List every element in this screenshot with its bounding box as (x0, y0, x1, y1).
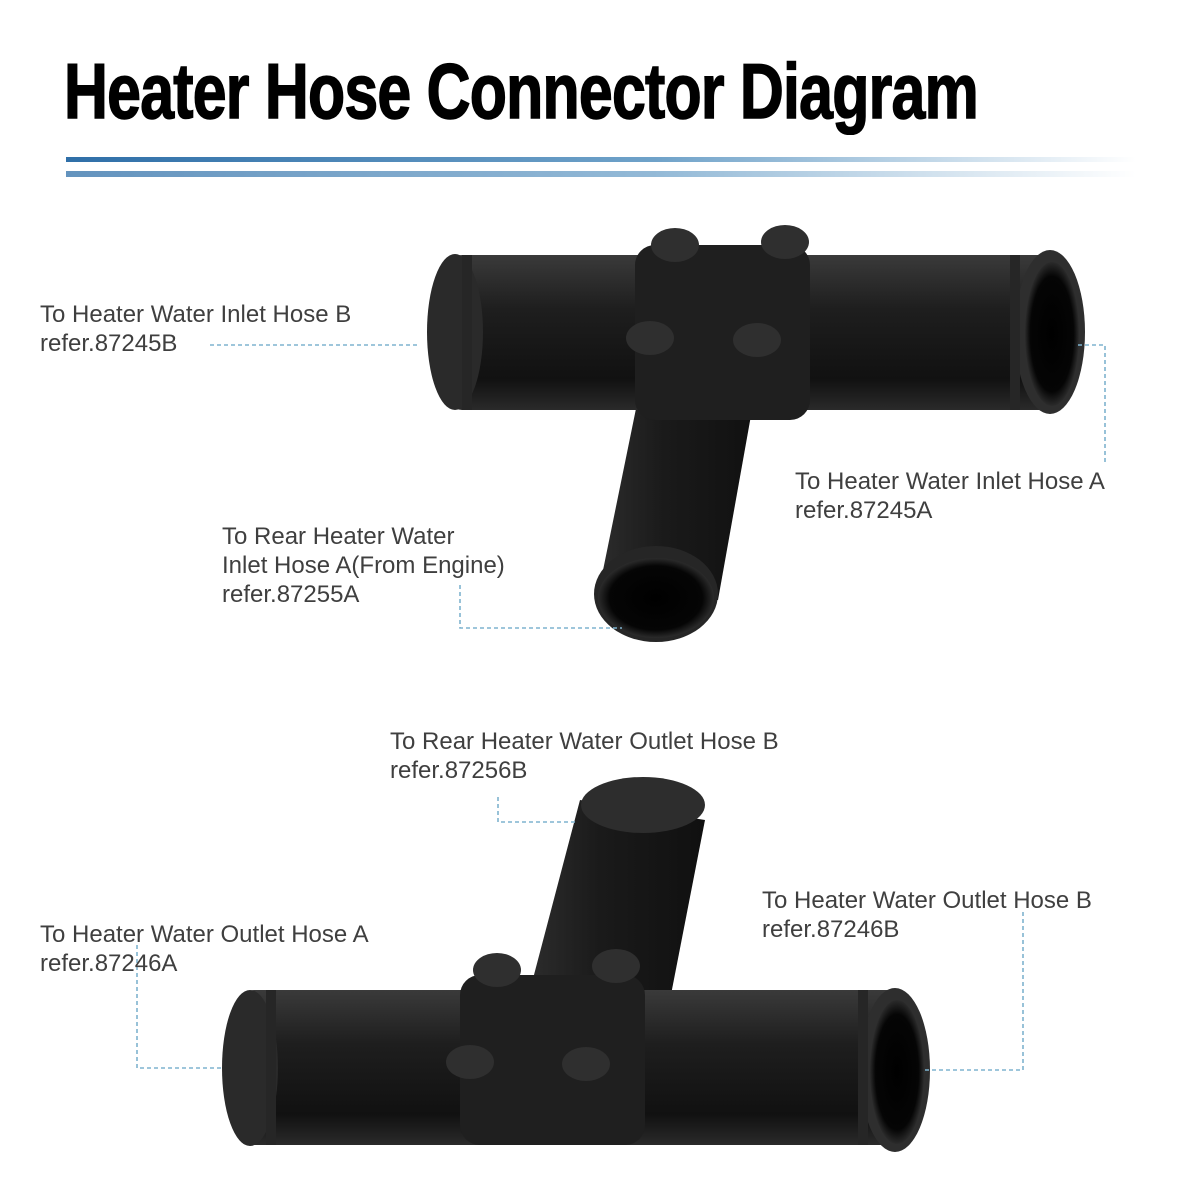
leader-inlet-a (1078, 344, 1106, 462)
label-outlet-hose-a: To Heater Water Outlet Hose A refer.8724… (40, 920, 369, 978)
port-ref: refer.87245B (40, 330, 178, 357)
port-name-line-1: To Rear Heater Water (222, 523, 455, 550)
nub (761, 225, 809, 259)
lower-main-tube (222, 949, 930, 1152)
nub (733, 323, 781, 357)
port-name: To Heater Water Inlet Hose B (40, 301, 352, 328)
leader-outlet-b (922, 912, 1024, 1071)
leader-outlet-a (136, 945, 224, 1069)
port-ref: refer.87245A (795, 497, 933, 524)
label-inlet-hose-b: To Heater Water Inlet Hose B refer.87245… (40, 300, 351, 358)
leader-rear-inlet-a (459, 585, 622, 629)
page-title: Heater Hose Connector Diagram (63, 47, 979, 135)
title-underline (66, 157, 1136, 177)
nub (473, 953, 521, 987)
nub (592, 949, 640, 983)
lower-tee-connector (222, 777, 930, 1152)
lower-branch-tube (530, 777, 705, 1010)
port-ref: refer.87246B (762, 916, 900, 943)
port-name-line-2: Inlet Hose A(From Engine) (222, 552, 505, 579)
port-name: To Rear Heater Water Outlet Hose B (390, 728, 779, 755)
nub (562, 1047, 610, 1081)
leader-lines (136, 344, 1106, 1071)
label-outlet-hose-b: To Heater Water Outlet Hose B refer.8724… (762, 886, 1092, 944)
leader-rear-outlet-b (497, 797, 578, 823)
port-name: To Heater Water Outlet Hose B (762, 887, 1092, 914)
nub (626, 321, 674, 355)
label-rear-outlet-hose-b: To Rear Heater Water Outlet Hose B refer… (390, 727, 779, 785)
port-ref: refer.87256B (390, 757, 528, 784)
port-ref: refer.87255A (222, 581, 360, 608)
label-inlet-hose-a: To Heater Water Inlet Hose A refer.87245… (795, 467, 1105, 525)
upper-main-tube (427, 225, 1085, 420)
label-rear-inlet-hose-a: To Rear Heater Water Inlet Hose A(From E… (222, 522, 505, 609)
port-name: To Heater Water Inlet Hose A (795, 468, 1105, 495)
nub (651, 228, 699, 262)
nub (446, 1045, 494, 1079)
upper-tee-connector (427, 225, 1085, 642)
port-ref: refer.87246A (40, 950, 178, 977)
port-name: To Heater Water Outlet Hose A (40, 921, 369, 948)
